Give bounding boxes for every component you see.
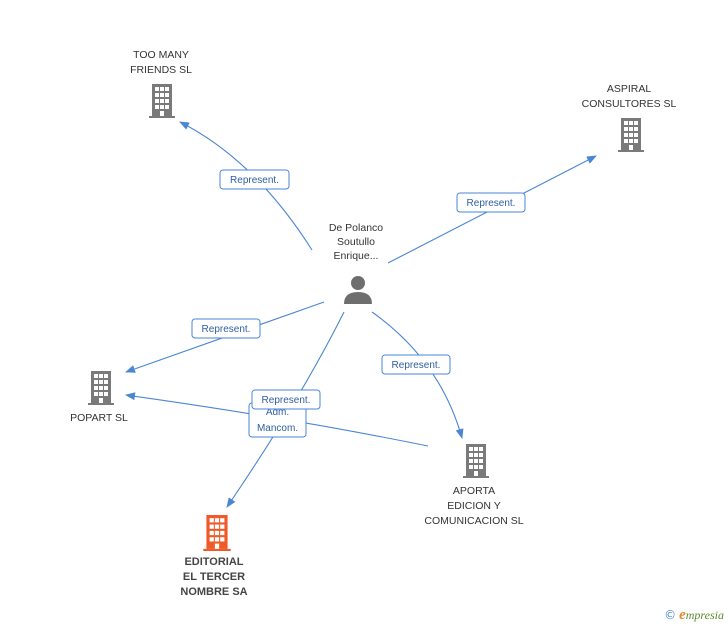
brand-name: mpresia (685, 608, 724, 622)
person-name-line3: Enrique... (334, 250, 379, 262)
company-name-line3: COMUNICACION SL (424, 515, 523, 527)
company-name-line1: TOO MANY (133, 49, 189, 61)
person-name-line2: Soutullo (337, 236, 375, 248)
node-person[interactable]: De Polanco Soutullo Enrique... (329, 222, 383, 304)
empresia-brand[interactable]: ©empresia (664, 607, 724, 624)
company-name-line1: POPART SL (70, 412, 128, 424)
copyright-icon: © (664, 608, 677, 622)
building-icon (203, 515, 231, 551)
node-aporta[interactable]: APORTA EDICION Y COMUNICACION SL (424, 444, 524, 527)
edge-label-too-many-friends[interactable]: Represent. (219, 169, 290, 190)
edge-label-text: Represent. (230, 175, 279, 186)
company-name-line1: APORTA (453, 485, 495, 497)
node-popart[interactable]: POPART SL (70, 371, 128, 424)
brand-logo-e: e (679, 607, 686, 623)
edge-label-aporta[interactable]: Represent. (381, 354, 451, 375)
building-icon (88, 371, 114, 405)
company-name-line3: NOMBRE SA (180, 586, 247, 598)
edge-to-aporta (371, 311, 464, 439)
building-icon (463, 444, 489, 478)
node-aspiral-consultores[interactable]: ASPIRAL CONSULTORES SL (582, 83, 677, 152)
edge-label-text: Represent. (202, 324, 251, 335)
edge-label-text: Represent. (392, 360, 441, 371)
person-name-line1: De Polanco (329, 222, 383, 234)
node-too-many-friends[interactable]: TOO MANY FRIENDS SL (130, 49, 192, 118)
node-editorial-el-tercer-nombre[interactable]: EDITORIAL EL TERCER NOMBRE SA (180, 515, 248, 598)
edge-label-text-line2: Mancom. (257, 423, 298, 434)
edge-label-editorial[interactable]: Represent. (251, 389, 321, 410)
building-icon (618, 118, 644, 152)
company-name-line1: EDITORIAL (184, 556, 243, 568)
building-icon (149, 84, 175, 118)
company-name-line2: CONSULTORES SL (582, 98, 677, 110)
edge-label-text-line1: Adm. (266, 407, 289, 418)
person-icon (344, 276, 372, 304)
company-name-line1: ASPIRAL (607, 83, 652, 95)
company-name-line2: EL TERCER (183, 571, 245, 583)
company-name-line2: FRIENDS SL (130, 64, 192, 76)
edge-label-text: Represent. (467, 198, 516, 209)
edge-label-popart[interactable]: Represent. (191, 318, 261, 339)
edge-label-text: Represent. (262, 395, 311, 406)
edge-label-aspiral[interactable]: Represent. (456, 192, 526, 213)
company-name-line2: EDICION Y (447, 500, 500, 512)
